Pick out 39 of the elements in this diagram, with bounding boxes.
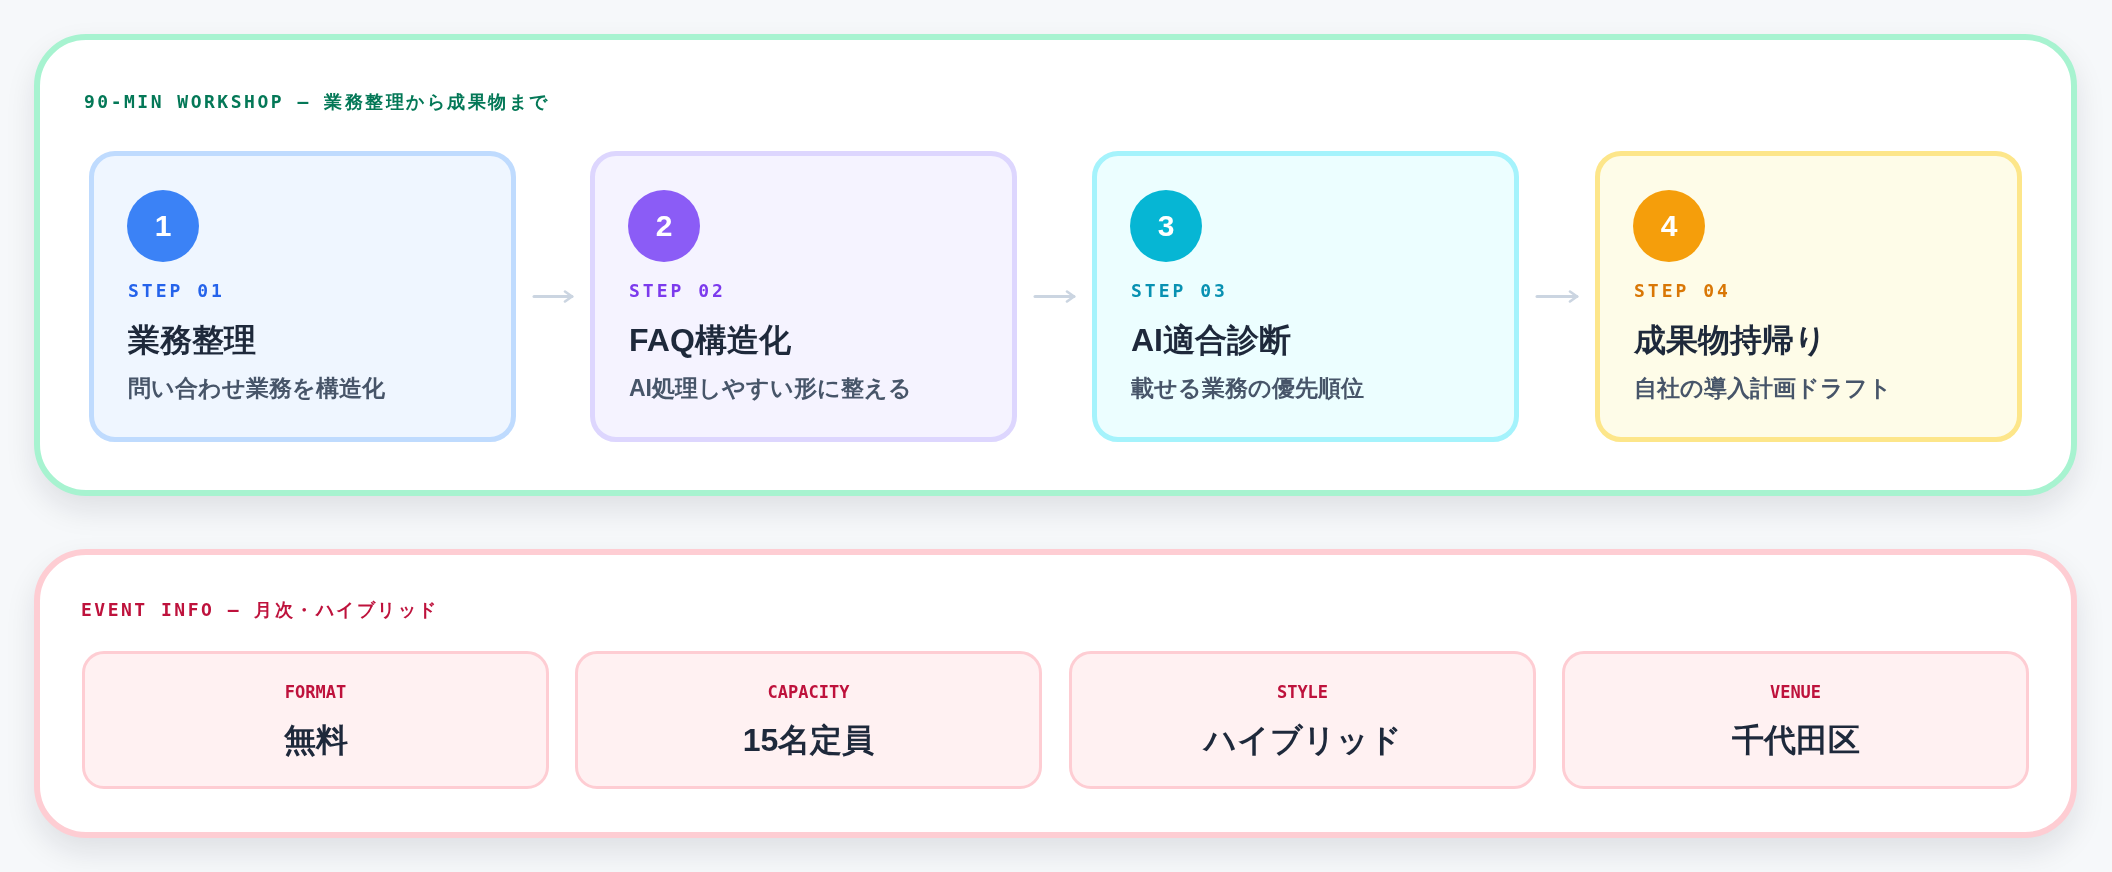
number-badge: 1 xyxy=(127,190,199,262)
info-card xyxy=(1069,651,1536,789)
info-card xyxy=(575,651,1042,789)
step-card xyxy=(89,151,516,442)
step-description: 自社の導入計画ドラフト xyxy=(1634,374,1892,403)
step-title: FAQ構造化 xyxy=(629,321,791,360)
info-value: ハイブリッド xyxy=(1201,721,1403,760)
arrow xyxy=(1535,290,1579,303)
step-description: 問い合わせ業務を構造化 xyxy=(128,374,385,403)
step-title: AI適合診断 xyxy=(1131,321,1291,360)
info-value: 千代田区 xyxy=(1730,721,1861,760)
arrow xyxy=(532,290,574,303)
panel xyxy=(34,34,2077,496)
panel-heading: EVENT INFO — 月次・ハイブリッド xyxy=(81,599,439,621)
step-title: 業務整理 xyxy=(128,321,256,360)
step-label: STEP 04 xyxy=(1634,280,1731,302)
info-label: FORMAT xyxy=(283,681,348,703)
info-value: 無料 xyxy=(282,721,349,760)
arrow xyxy=(1033,290,1076,303)
info-label: VENUE xyxy=(1768,681,1823,703)
step-description: 載せる業務の優先順位 xyxy=(1131,374,1364,403)
number-badge: 2 xyxy=(628,190,700,262)
info-value: 15名定員 xyxy=(741,721,876,760)
step-card xyxy=(1595,151,2022,442)
number-badge: 3 xyxy=(1130,190,1202,262)
step-card xyxy=(1092,151,1519,442)
step-label: STEP 01 xyxy=(128,280,225,302)
info-card xyxy=(1562,651,2029,789)
info-label: STYLE xyxy=(1275,681,1330,703)
step-card xyxy=(590,151,1017,442)
number-badge: 4 xyxy=(1633,190,1705,262)
step-title: 成果物持帰り xyxy=(1634,321,1827,360)
step-label: STEP 03 xyxy=(1131,280,1228,302)
step-description: AI処理しやすい形に整える xyxy=(629,374,912,403)
step-label: STEP 02 xyxy=(629,280,726,302)
info-card xyxy=(82,651,549,789)
info-label: CAPACITY xyxy=(766,681,851,703)
panel xyxy=(34,549,2077,838)
panel-heading: 90-MIN WORKSHOP — 業務整理から成果物まで xyxy=(84,91,550,113)
